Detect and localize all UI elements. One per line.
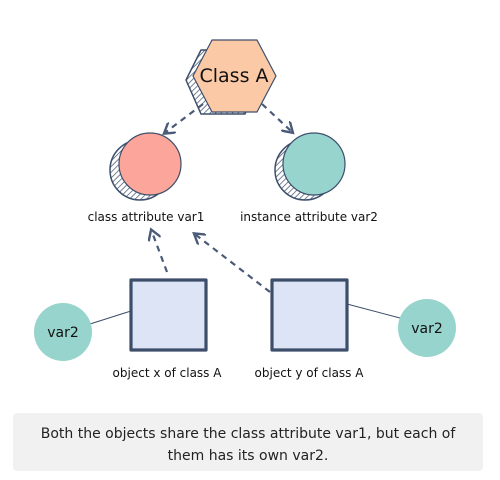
class-a-node: Class A bbox=[185, 39, 277, 115]
var2-left-circle bbox=[34, 303, 92, 361]
object-y-node: object y of class A bbox=[255, 278, 365, 380]
class-attribute-node: class attribute var1 bbox=[88, 132, 205, 224]
caption-text: Both the objects share the class attribu… bbox=[40, 426, 456, 464]
arrow-object-y-to-class-attribute bbox=[196, 235, 271, 293]
var2-right-label: var2 bbox=[411, 321, 443, 337]
class-attribute-circle bbox=[118, 132, 182, 196]
class-a-label: Class A bbox=[199, 65, 268, 87]
object-x-label: object x of class A bbox=[113, 366, 223, 380]
var2-left-node: var2 bbox=[34, 303, 92, 361]
var2-right-node: var2 bbox=[398, 299, 456, 357]
class-a-hexagon bbox=[192, 39, 277, 113]
instance-attribute-label: instance attribute var2 bbox=[240, 210, 378, 224]
connector-object-y-var2 bbox=[346, 303, 401, 319]
var2-left-label: var2 bbox=[47, 325, 79, 341]
object-y-label: object y of class A bbox=[255, 366, 365, 380]
arrow-class-to-class-attribute bbox=[166, 103, 204, 132]
instance-attribute-node: instance attribute var2 bbox=[240, 132, 378, 224]
object-y-box bbox=[270, 278, 349, 352]
var2-right-circle bbox=[398, 299, 456, 357]
object-x-box bbox=[129, 278, 208, 352]
arrow-class-to-instance-attribute bbox=[261, 103, 291, 131]
connector-object-x-var2 bbox=[89, 310, 132, 325]
caption-box: Both the objects share the class attribu… bbox=[13, 413, 483, 471]
arrow-object-x-to-class-attribute bbox=[152, 232, 169, 273]
class-attribute-label: class attribute var1 bbox=[88, 210, 205, 224]
object-x-node: object x of class A bbox=[113, 278, 223, 380]
instance-attribute-circle bbox=[282, 132, 346, 196]
